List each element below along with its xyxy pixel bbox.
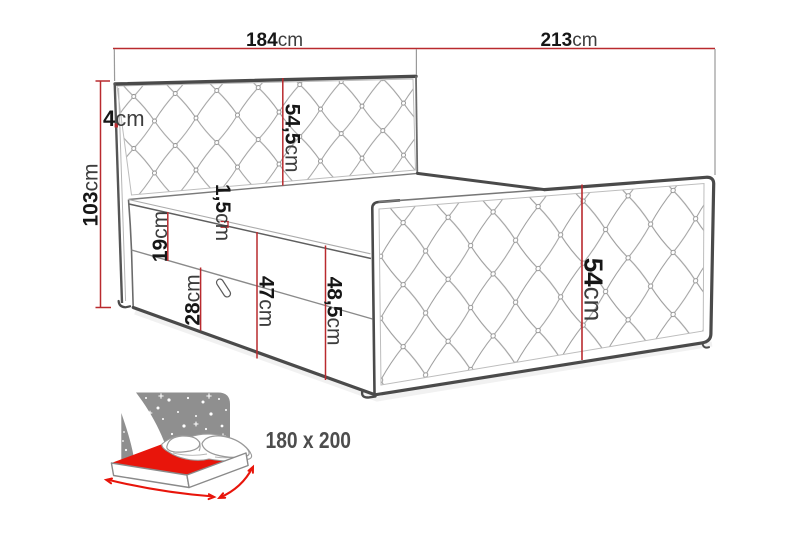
svg-text:54cm: 54cm <box>579 258 609 322</box>
svg-text:4cm: 4cm <box>103 106 145 131</box>
svg-text:19cm: 19cm <box>149 211 172 262</box>
svg-text:184cm: 184cm <box>246 30 303 51</box>
svg-text:48,5cm: 48,5cm <box>323 277 346 346</box>
svg-text:28cm: 28cm <box>182 274 205 325</box>
svg-text:180 x 200: 180 x 200 <box>266 427 352 453</box>
svg-text:213cm: 213cm <box>540 30 597 51</box>
svg-text:54,5cm: 54,5cm <box>281 104 304 173</box>
svg-text:47cm: 47cm <box>255 276 278 327</box>
svg-text:1,5cm: 1,5cm <box>211 184 234 241</box>
svg-text:103cm: 103cm <box>80 163 103 226</box>
